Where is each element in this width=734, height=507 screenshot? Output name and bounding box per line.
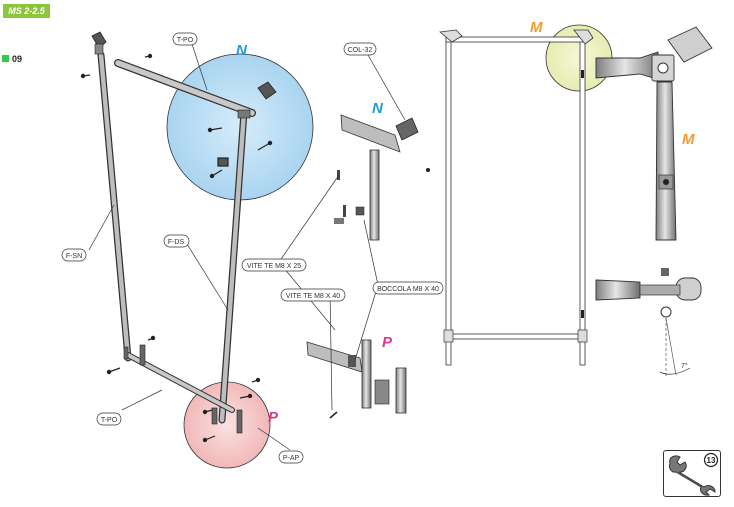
page-number-text: 09 (12, 54, 23, 64)
callout-vite-40: VITE TE M8 X 40 (280, 288, 346, 302)
callout-t-po-top-text: T-PO (177, 37, 194, 44)
letter-p-bottom: P (268, 409, 279, 426)
letter-m-detail: M (682, 131, 695, 148)
upright-f-ds (218, 108, 248, 424)
callout-boccola: BOCCOLA M8 X 40 (372, 281, 444, 295)
callout-f-sn-text: F-SN (66, 253, 82, 260)
doc-code-badge: MS 2-2.5 (3, 4, 50, 18)
angle-label: 7° (681, 362, 688, 370)
callout-leaders (88, 43, 406, 451)
detail-n-parts (340, 114, 430, 241)
crossbar-bottom (125, 352, 235, 413)
callout-p-ap-text: P-AP (283, 455, 300, 462)
crossbar-top (114, 59, 256, 117)
letter-m-top: M (530, 19, 543, 36)
detail-m-enlarged (595, 26, 713, 241)
callout-f-sn: F-SN (61, 248, 87, 262)
detail-p-parts (306, 170, 407, 419)
callout-vite-40-text: VITE TE M8 X 40 (286, 293, 340, 300)
callout-col-32-text: COL-32 (348, 47, 373, 54)
callout-p-ap: P-AP (278, 450, 304, 464)
letter-n-top: N (236, 42, 248, 59)
top-right-fitting (237, 81, 277, 119)
upright-f-sn (97, 51, 132, 362)
callout-boccola-text: BOCCOLA M8 X 40 (377, 286, 439, 293)
bottom-brackets (123, 344, 243, 434)
callout-vite-25-text: VITE TE M8 X 25 (247, 263, 301, 270)
callout-f-ds: F-DS (163, 234, 190, 248)
callout-f-ds-text: F-DS (168, 239, 185, 246)
wrench-icon: 13 (669, 452, 719, 496)
tool-size-badge: 13 (707, 456, 716, 465)
page-marker-icon (2, 55, 9, 62)
callout-t-po-top: T-PO (172, 32, 198, 46)
callout-col-32: COL-32 (343, 42, 377, 56)
screws-left (80, 53, 273, 443)
callout-vite-25: VITE TE M8 X 25 (241, 258, 307, 272)
assembled-frame (439, 29, 594, 366)
detail-angle (595, 268, 702, 378)
callout-t-po-bottom-text: T-PO (101, 417, 118, 424)
tool-indicator: 13 (663, 450, 721, 497)
top-left-fitting (91, 31, 107, 55)
page-number: 09 (2, 55, 22, 64)
callout-t-po-bottom: T-PO (96, 412, 122, 426)
letter-p-mid: P (382, 334, 393, 351)
letter-n-mid: N (372, 100, 384, 117)
